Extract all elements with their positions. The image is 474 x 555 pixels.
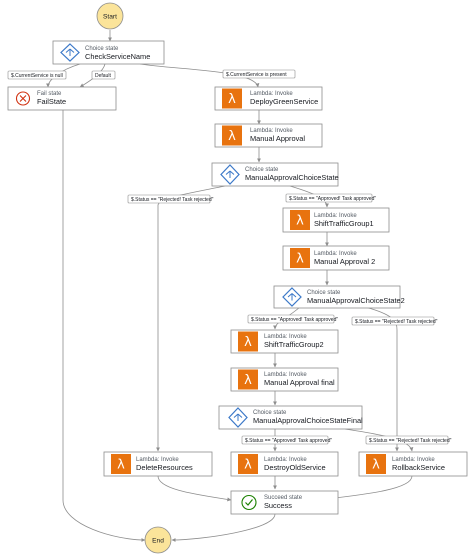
svg-text:$.Status == "Approved! Task ap: $.Status == "Approved! Task approved" bbox=[289, 196, 376, 202]
lambda-icon bbox=[238, 331, 258, 352]
svg-text:CheckServiceName: CheckServiceName bbox=[85, 52, 150, 61]
svg-text:Default: Default bbox=[95, 73, 111, 79]
svg-text:Choice state: Choice state bbox=[245, 167, 279, 173]
edge-success-end bbox=[171, 513, 276, 542]
start-node[interactable]: Start bbox=[96, 2, 124, 30]
lambda-icon bbox=[238, 369, 258, 390]
svg-text:Choice state: Choice state bbox=[307, 290, 341, 296]
svg-text:Fail state: Fail state bbox=[37, 91, 62, 97]
svg-text:Start: Start bbox=[103, 14, 117, 21]
svg-text:End: End bbox=[152, 538, 164, 545]
lambda-icon bbox=[111, 454, 131, 474]
svg-text:Manual Approval 2: Manual Approval 2 bbox=[314, 257, 375, 266]
fail-icon bbox=[15, 91, 31, 106]
svg-text:$.CurrentService is null: $.CurrentService is null bbox=[11, 73, 63, 79]
node-manual-approval-final[interactable]: λ Lambda: Invoke Manual Approval final bbox=[230, 367, 339, 392]
svg-text:Manual Approval final: Manual Approval final bbox=[264, 378, 335, 387]
node-manual-approval-choice-state-final[interactable]: Choice state ManualApprovalChoiceStateFi… bbox=[218, 405, 363, 430]
edge-labels: $.CurrentService is null Default $.Curre… bbox=[7, 69, 452, 445]
lambda-icon bbox=[366, 454, 386, 474]
lambda-glyph: λ bbox=[244, 458, 252, 473]
node-rollback-service[interactable]: λ Lambda: Invoke RollbackService bbox=[358, 451, 468, 477]
choice-icon bbox=[282, 287, 302, 307]
lambda-icon bbox=[222, 125, 242, 146]
edge-choice1-delete bbox=[156, 185, 226, 452]
node-delete-resources[interactable]: λ Lambda: Invoke DeleteResources bbox=[103, 451, 213, 477]
lambda-glyph: λ bbox=[117, 458, 125, 473]
end-node[interactable]: End bbox=[144, 526, 172, 554]
choice-icon bbox=[220, 164, 240, 185]
edge-fail-end bbox=[62, 110, 146, 542]
svg-text:Lambda: Invoke: Lambda: Invoke bbox=[314, 213, 357, 219]
svg-text:RollbackService: RollbackService bbox=[392, 463, 445, 472]
svg-text:ShiftTrafficGroup2: ShiftTrafficGroup2 bbox=[264, 340, 324, 349]
lambda-glyph: λ bbox=[372, 458, 380, 473]
svg-text:DestroyOldService: DestroyOldService bbox=[264, 463, 326, 472]
svg-text:ShiftTrafficGroup1: ShiftTrafficGroup1 bbox=[314, 219, 374, 228]
lambda-icon bbox=[290, 210, 310, 230]
node-destroy-old-service[interactable]: λ Lambda: Invoke DestroyOldService bbox=[230, 451, 339, 477]
edge-label-approved-2: $.Status == "Approved! Task approved" bbox=[247, 314, 338, 324]
node-manual-approval-choice-state2[interactable]: Choice state ManualApprovalChoiceState2 bbox=[273, 285, 405, 309]
lambda-icon bbox=[290, 248, 310, 268]
svg-text:ManualApprovalChoiceStateFinal: ManualApprovalChoiceStateFinal bbox=[253, 416, 363, 425]
svg-text:Choice state: Choice state bbox=[85, 46, 119, 52]
svg-text:$.Status == "Rejected! Task re: $.Status == "Rejected! Task rejected" bbox=[131, 197, 214, 203]
lambda-icon bbox=[222, 88, 242, 109]
svg-text:Lambda: Invoke: Lambda: Invoke bbox=[264, 457, 307, 463]
svg-text:$.Status == "Rejected! Task re: $.Status == "Rejected! Task rejected" bbox=[355, 319, 438, 325]
svg-text:ManualApprovalChoiceState: ManualApprovalChoiceState bbox=[245, 173, 339, 182]
lambda-glyph: λ bbox=[228, 92, 236, 107]
svg-text:Choice state: Choice state bbox=[253, 410, 287, 416]
lambda-glyph: λ bbox=[228, 129, 236, 144]
svg-text:Success: Success bbox=[264, 501, 292, 510]
node-manual-approval[interactable]: λ Lambda: Invoke Manual Approval bbox=[214, 123, 323, 148]
node-check-service-name[interactable]: Choice state CheckServiceName bbox=[52, 40, 165, 65]
svg-text:Lambda: Invoke: Lambda: Invoke bbox=[136, 457, 179, 463]
edge-label-rejected-3: $.Status == "Rejected! Task rejected" bbox=[365, 435, 452, 445]
edge-label-rejected-1: $.Status == "Rejected! Task rejected" bbox=[127, 194, 214, 204]
lambda-glyph: λ bbox=[244, 335, 252, 350]
node-manual-approval-2[interactable]: λ Lambda: Invoke Manual Approval 2 bbox=[282, 245, 390, 271]
choice-icon bbox=[228, 407, 248, 428]
edge-delete-success bbox=[157, 475, 232, 502]
svg-text:Lambda: Invoke: Lambda: Invoke bbox=[392, 457, 435, 463]
node-success[interactable]: Succeed state Success bbox=[230, 490, 339, 515]
svg-text:$.Status == "Rejected! Task re: $.Status == "Rejected! Task rejected" bbox=[369, 438, 452, 444]
svg-text:ManualApprovalChoiceState2: ManualApprovalChoiceState2 bbox=[307, 296, 405, 305]
lambda-icon bbox=[238, 454, 258, 474]
lambda-glyph: λ bbox=[296, 252, 304, 267]
svg-text:Lambda: Invoke: Lambda: Invoke bbox=[250, 91, 293, 97]
edge-choice2-rollback bbox=[364, 306, 399, 452]
edge-label-default: Default bbox=[91, 70, 116, 80]
lambda-glyph: λ bbox=[244, 373, 252, 388]
svg-text:Lambda: Invoke: Lambda: Invoke bbox=[314, 251, 357, 257]
check-circle-icon bbox=[241, 494, 257, 511]
node-deploy-green-service[interactable]: λ Lambda: Invoke DeployGreenService bbox=[214, 86, 323, 111]
svg-text:DeleteResources: DeleteResources bbox=[136, 463, 193, 472]
svg-text:Succeed state: Succeed state bbox=[264, 495, 303, 501]
edge-label-approved-1: $.Status == "Approved! Task approved" bbox=[285, 193, 376, 203]
svg-text:$.Status == "Approved! Task ap: $.Status == "Approved! Task approved" bbox=[245, 438, 332, 444]
svg-text:$.CurrentService is present: $.CurrentService is present bbox=[226, 72, 287, 78]
svg-text:Lambda: Invoke: Lambda: Invoke bbox=[264, 372, 307, 378]
edge-check-deploy bbox=[139, 63, 260, 88]
svg-text:Lambda: Invoke: Lambda: Invoke bbox=[264, 334, 307, 340]
edge-label-current-service-null: $.CurrentService is null bbox=[7, 70, 67, 80]
node-fail-state[interactable]: Fail state FailState bbox=[7, 86, 117, 111]
svg-text:Lambda: Invoke: Lambda: Invoke bbox=[250, 128, 293, 134]
svg-text:FailState: FailState bbox=[37, 97, 66, 106]
lambda-glyph: λ bbox=[296, 214, 304, 229]
choice-icon bbox=[60, 43, 80, 62]
edge-label-rejected-2: $.Status == "Rejected! Task rejected" bbox=[351, 316, 438, 326]
node-shift-traffic-group1[interactable]: λ Lambda: Invoke ShiftTrafficGroup1 bbox=[282, 207, 390, 233]
node-manual-approval-choice-state[interactable]: Choice state ManualApprovalChoiceState bbox=[211, 162, 339, 187]
svg-text:$.Status == "Approved! Task ap: $.Status == "Approved! Task approved" bbox=[251, 317, 338, 323]
edge-label-current-service-present: $.CurrentService is present bbox=[222, 69, 296, 79]
svg-text:Manual Approval: Manual Approval bbox=[250, 134, 305, 143]
edge-label-approved-3: $.Status == "Approved! Task approved" bbox=[241, 435, 332, 445]
svg-text:DeployGreenService: DeployGreenService bbox=[250, 97, 318, 106]
node-shift-traffic-group2[interactable]: λ Lambda: Invoke ShiftTrafficGroup2 bbox=[230, 329, 339, 354]
